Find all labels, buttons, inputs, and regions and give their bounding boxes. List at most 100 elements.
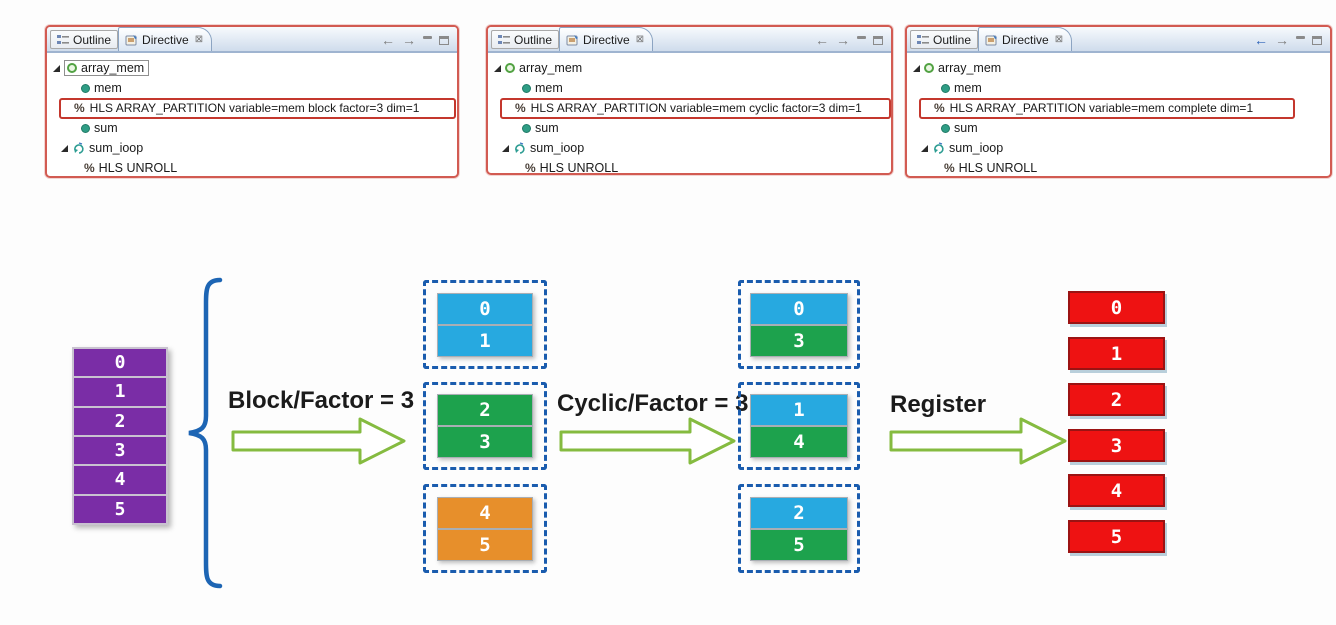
tree-item-directive[interactable]: HLS ARRAY_PARTITION variable=mem block f… (89, 101, 420, 115)
cyclic-group-2: 1 4 (738, 382, 860, 470)
block-group-1: 0 1 (423, 280, 547, 369)
directive-view-icon (566, 34, 579, 45)
tree-item-mem[interactable]: mem (535, 80, 563, 95)
tree-row-sum-ioop: sum_ioop (907, 138, 1330, 158)
tree-item-mem[interactable]: mem (94, 80, 122, 95)
expand-triangle-icon[interactable] (53, 64, 60, 72)
register-cell: 4 (1068, 474, 1165, 507)
register-cell: 5 (1068, 520, 1165, 553)
source-array: 0 1 2 3 4 5 (72, 347, 168, 525)
tree-item-sum-ioop[interactable]: sum_ioop (89, 140, 144, 155)
block-cell: 0 (438, 293, 532, 324)
expand-triangle-icon[interactable] (494, 64, 501, 72)
block-arrow-icon (231, 417, 406, 465)
tree-item-array-mem[interactable]: array_mem (519, 60, 583, 75)
minimize-icon[interactable] (423, 36, 432, 39)
register-arrow-icon (889, 417, 1067, 465)
cyclic-cell: 2 (751, 497, 847, 528)
tree-row-unroll: % HLS UNROLL (488, 158, 891, 175)
cyclic-cell: 0 (751, 293, 847, 324)
tree-row-sum: sum (488, 118, 891, 138)
block-group-3: 4 5 (423, 484, 547, 573)
variable-icon (522, 123, 531, 133)
minimize-icon[interactable] (1296, 36, 1305, 39)
maximize-icon[interactable] (439, 35, 449, 45)
block-factor-label: Block/Factor = 3 (228, 387, 415, 414)
tab-directive-label: Directive (583, 32, 630, 47)
tab-directive[interactable]: Directive ⊠ (559, 27, 654, 51)
block-cell: 2 (438, 395, 532, 425)
tree-item-mem[interactable]: mem (954, 80, 982, 95)
cyclic-cell: 3 (751, 325, 847, 356)
block-cell: 4 (438, 497, 532, 528)
cyclic-cell: 1 (751, 395, 847, 425)
pragma-percent-icon: % (74, 101, 85, 115)
tree-item-unroll[interactable]: HLS UNROLL (958, 160, 1038, 175)
expand-triangle-icon[interactable] (921, 144, 928, 152)
cyclic-arrow-icon (559, 417, 736, 465)
block-cell: 5 (438, 529, 532, 560)
forward-icon[interactable]: → (1275, 32, 1289, 48)
tree-item-unroll[interactable]: HLS UNROLL (539, 160, 619, 175)
directive-highlight-box: % HLS ARRAY_PARTITION variable=mem compl… (919, 97, 1295, 119)
outline-view-icon (498, 34, 510, 44)
tree-item-unroll[interactable]: HLS UNROLL (98, 160, 178, 175)
tab-outline-label: Outline (73, 32, 112, 47)
close-icon[interactable]: ⊠ (1054, 34, 1064, 45)
tree-row-sum-ioop: sum_ioop (47, 138, 457, 158)
expand-triangle-icon[interactable] (61, 144, 68, 152)
cyclic-group-1: 0 3 (738, 280, 860, 369)
close-icon[interactable]: ⊠ (194, 34, 204, 45)
tree-item-directive[interactable]: HLS ARRAY_PARTITION variable=mem cyclic … (530, 101, 862, 115)
tab-directive-label: Directive (1002, 32, 1049, 47)
tree-item-sum[interactable]: sum (954, 120, 978, 135)
tab-directive[interactable]: Directive ⊠ (978, 27, 1073, 51)
directive-tree: array_mem mem % HLS ARRAY_PARTITION vari… (47, 53, 457, 176)
tab-directive[interactable]: Directive ⊠ (118, 27, 213, 51)
variable-icon (941, 123, 950, 133)
function-icon (924, 63, 934, 73)
expand-triangle-icon[interactable] (913, 64, 920, 72)
tree-item-directive[interactable]: HLS ARRAY_PARTITION variable=mem complet… (949, 101, 1254, 115)
expand-triangle-icon[interactable] (502, 144, 509, 152)
variable-icon (81, 123, 90, 133)
tab-outline[interactable]: Outline (910, 30, 979, 49)
tree-item-sum-ioop[interactable]: sum_ioop (949, 140, 1004, 155)
tree-row-unroll: % HLS UNROLL (907, 158, 1330, 176)
cyclic-cell: 4 (751, 427, 847, 457)
loop-icon (934, 141, 944, 154)
array-cell: 0 (74, 349, 166, 377)
directive-panel-complete: Outline Directive ⊠ ← → array_mem (905, 25, 1332, 178)
block-cell: 3 (438, 427, 532, 457)
tab-outline[interactable]: Outline (50, 30, 119, 49)
tree-item-sum[interactable]: sum (535, 120, 559, 135)
array-cell: 5 (74, 495, 166, 523)
tree-row-directive: % HLS ARRAY_PARTITION variable=mem cycli… (488, 97, 891, 119)
forward-icon[interactable]: → (836, 32, 850, 48)
view-toolbar: ← → (381, 33, 457, 51)
selected-item-box[interactable]: array_mem (64, 59, 150, 77)
register-label: Register (890, 391, 987, 418)
minimize-icon[interactable] (857, 36, 866, 39)
variable-icon (81, 83, 90, 93)
forward-icon[interactable]: → (402, 32, 416, 48)
directive-highlight-box: % HLS ARRAY_PARTITION variable=mem cycli… (500, 97, 891, 119)
tree-item-array-mem[interactable]: array_mem (938, 60, 1002, 75)
tab-bar: Outline Directive ⊠ ← → (47, 27, 457, 53)
back-icon[interactable]: ← (1254, 32, 1268, 48)
tree-row-sum: sum (907, 118, 1330, 138)
maximize-icon[interactable] (1312, 35, 1322, 45)
maximize-icon[interactable] (873, 35, 883, 45)
array-cell: 3 (74, 436, 166, 465)
tree-item-sum[interactable]: sum (94, 120, 118, 135)
variable-icon (522, 83, 531, 93)
tree-item-array-mem[interactable]: array_mem (81, 60, 145, 75)
tree-item-sum-ioop[interactable]: sum_ioop (530, 140, 585, 155)
back-icon[interactable]: ← (381, 32, 395, 48)
tab-outline-label: Outline (514, 32, 553, 47)
back-icon[interactable]: ← (815, 32, 829, 48)
view-toolbar: ← → (815, 33, 891, 51)
tab-outline[interactable]: Outline (491, 30, 560, 49)
close-icon[interactable]: ⊠ (635, 34, 645, 45)
directive-highlight-box: % HLS ARRAY_PARTITION variable=mem block… (59, 97, 456, 119)
